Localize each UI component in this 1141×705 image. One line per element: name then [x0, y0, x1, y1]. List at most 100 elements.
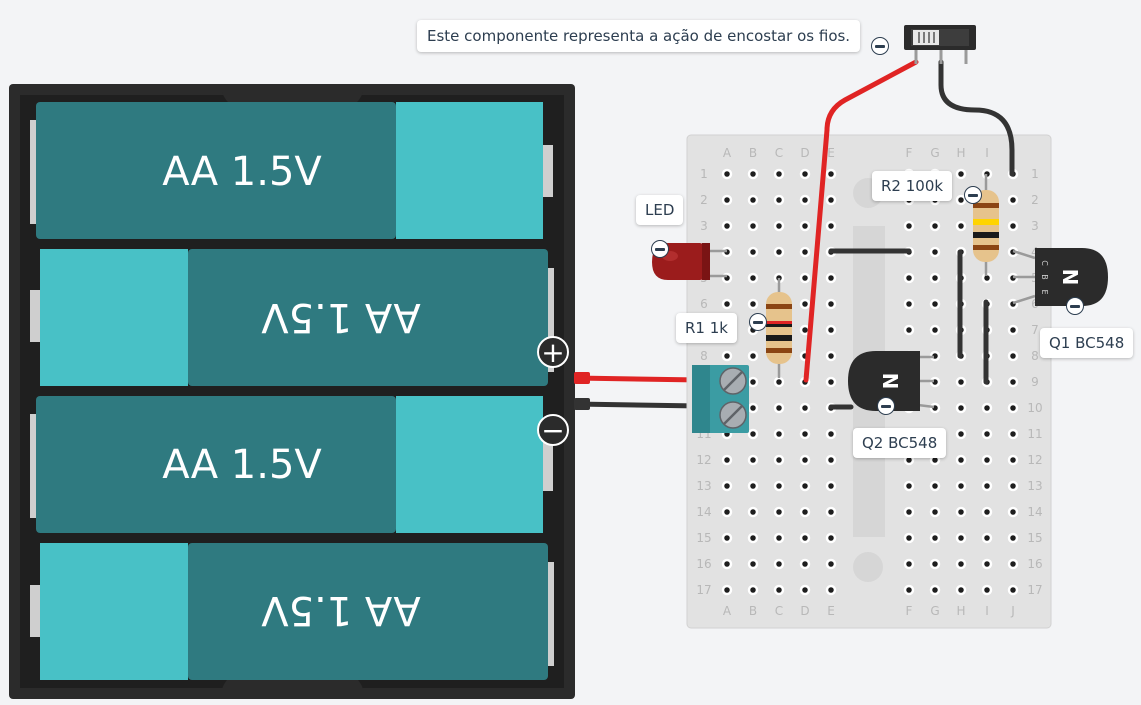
battery-leads[interactable]	[574, 372, 701, 410]
breadboard-hole[interactable]	[799, 220, 811, 232]
breadboard-hole[interactable]	[903, 532, 915, 544]
breadboard-hole[interactable]	[721, 298, 733, 310]
breadboard-hole[interactable]	[1007, 350, 1019, 362]
breadboard-hole[interactable]	[773, 558, 785, 570]
breadboard-hole[interactable]	[825, 168, 837, 180]
breadboard-hole[interactable]	[955, 558, 967, 570]
breadboard-hole[interactable]	[747, 428, 759, 440]
battery-plus-terminal[interactable]: +	[537, 336, 569, 369]
breadboard-hole[interactable]	[1007, 428, 1019, 440]
breadboard-hole[interactable]	[981, 584, 993, 596]
breadboard-hole[interactable]	[773, 480, 785, 492]
breadboard-hole[interactable]	[1007, 558, 1019, 570]
breadboard-hole[interactable]	[799, 480, 811, 492]
r2-remove-icon[interactable]	[964, 186, 982, 204]
breadboard-hole[interactable]	[773, 532, 785, 544]
breadboard-hole[interactable]	[747, 376, 759, 388]
terminal-block[interactable]	[692, 365, 749, 433]
breadboard-hole[interactable]	[799, 532, 811, 544]
breadboard-hole[interactable]	[929, 298, 941, 310]
breadboard-hole[interactable]	[747, 246, 759, 258]
breadboard-hole[interactable]	[799, 558, 811, 570]
breadboard-hole[interactable]	[773, 428, 785, 440]
breadboard-hole[interactable]	[773, 376, 785, 388]
breadboard-hole[interactable]	[981, 428, 993, 440]
breadboard-hole[interactable]	[981, 506, 993, 518]
breadboard-hole[interactable]	[747, 506, 759, 518]
breadboard-hole[interactable]	[929, 246, 941, 258]
breadboard-hole[interactable]	[721, 194, 733, 206]
breadboard-hole[interactable]	[903, 506, 915, 518]
breadboard-hole[interactable]	[747, 194, 759, 206]
breadboard-hole[interactable]	[955, 532, 967, 544]
breadboard-hole[interactable]	[955, 506, 967, 518]
breadboard-hole[interactable]	[981, 558, 993, 570]
breadboard-hole[interactable]	[799, 584, 811, 596]
q1-remove-icon[interactable]	[1066, 297, 1084, 315]
breadboard-hole[interactable]	[981, 402, 993, 414]
breadboard-hole[interactable]	[825, 454, 837, 466]
breadboard-hole[interactable]	[825, 350, 837, 362]
breadboard-hole[interactable]	[825, 298, 837, 310]
breadboard-hole[interactable]	[929, 220, 941, 232]
breadboard-hole[interactable]	[799, 194, 811, 206]
breadboard-hole[interactable]	[903, 584, 915, 596]
breadboard-hole[interactable]	[825, 220, 837, 232]
breadboard-hole[interactable]	[825, 376, 837, 388]
battery-cell-1[interactable]: AA 1.5V	[30, 102, 553, 239]
breadboard-hole[interactable]	[929, 272, 941, 284]
battery-cell-2[interactable]: AA 1.5V	[30, 249, 554, 386]
jumper-wires[interactable]	[803, 59, 1015, 410]
breadboard-hole[interactable]	[929, 584, 941, 596]
breadboard-hole[interactable]	[773, 584, 785, 596]
breadboard-hole[interactable]	[825, 584, 837, 596]
breadboard-hole[interactable]	[747, 350, 759, 362]
breadboard-hole[interactable]	[903, 298, 915, 310]
breadboard-hole[interactable]	[955, 220, 967, 232]
battery-minus-terminal[interactable]: −	[537, 414, 569, 447]
breadboard-hole[interactable]	[955, 584, 967, 596]
breadboard-hole[interactable]	[747, 272, 759, 284]
breadboard-hole[interactable]	[929, 558, 941, 570]
breadboard-hole[interactable]	[825, 194, 837, 206]
breadboard-hole[interactable]	[799, 246, 811, 258]
breadboard-hole[interactable]	[981, 480, 993, 492]
breadboard-hole[interactable]	[929, 324, 941, 336]
breadboard-hole[interactable]	[747, 480, 759, 492]
breadboard-hole[interactable]	[799, 402, 811, 414]
q2-remove-icon[interactable]	[877, 397, 895, 415]
breadboard-hole[interactable]	[903, 558, 915, 570]
resistor-r2[interactable]	[973, 174, 999, 276]
breadboard-hole[interactable]	[799, 272, 811, 284]
breadboard-hole[interactable]	[1007, 220, 1019, 232]
breadboard-hole[interactable]	[1007, 402, 1019, 414]
breadboard-hole[interactable]	[903, 272, 915, 284]
breadboard-hole[interactable]	[747, 558, 759, 570]
breadboard-hole[interactable]	[1007, 324, 1019, 336]
breadboard-hole[interactable]	[903, 220, 915, 232]
breadboard-hole[interactable]	[955, 376, 967, 388]
battery-cell-3[interactable]: AA 1.5V	[30, 396, 553, 533]
transistor-q2[interactable]: N	[848, 351, 935, 411]
breadboard-hole[interactable]	[955, 168, 967, 180]
breadboard-hole[interactable]	[1007, 584, 1019, 596]
breadboard-hole[interactable]	[929, 532, 941, 544]
breadboard-hole[interactable]	[955, 428, 967, 440]
breadboard-hole[interactable]	[825, 480, 837, 492]
breadboard-hole[interactable]	[929, 480, 941, 492]
breadboard-hole[interactable]	[773, 454, 785, 466]
breadboard-hole[interactable]	[747, 402, 759, 414]
breadboard-hole[interactable]	[825, 272, 837, 284]
breadboard-hole[interactable]	[1007, 532, 1019, 544]
breadboard-hole[interactable]	[721, 480, 733, 492]
breadboard-hole[interactable]	[1007, 480, 1019, 492]
breadboard-hole[interactable]	[825, 324, 837, 336]
breadboard-hole[interactable]	[1007, 506, 1019, 518]
breadboard-hole[interactable]	[747, 584, 759, 596]
breadboard-hole[interactable]	[825, 506, 837, 518]
breadboard-hole[interactable]	[1007, 194, 1019, 206]
breadboard-hole[interactable]	[773, 246, 785, 258]
breadboard-hole[interactable]	[773, 168, 785, 180]
breadboard-hole[interactable]	[773, 402, 785, 414]
led-remove-icon[interactable]	[651, 240, 669, 258]
